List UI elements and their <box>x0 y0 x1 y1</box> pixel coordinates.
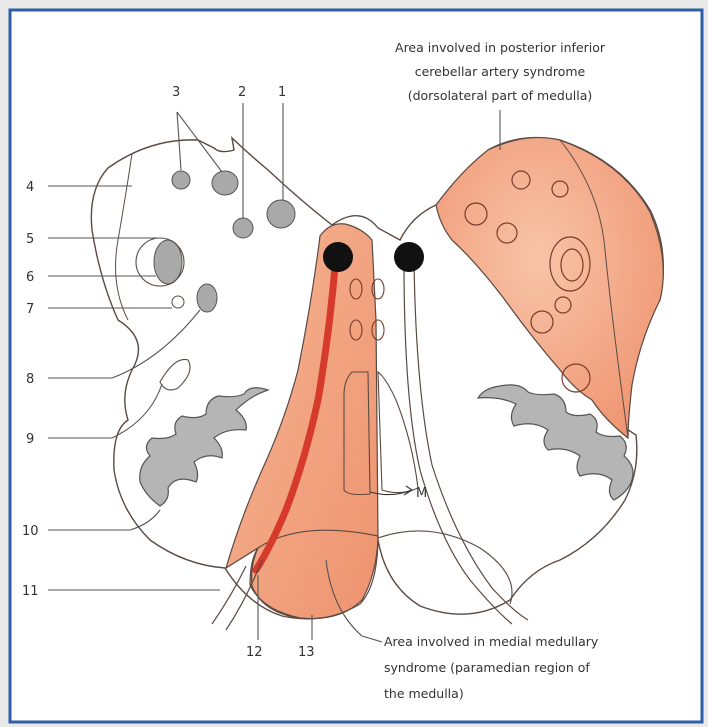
medial-line-1: Area involved in medial medullary <box>384 634 599 649</box>
label-13: 13 <box>298 645 315 660</box>
label-4: 4 <box>26 180 34 195</box>
pica-line-2: cerebellar artery syndrome <box>415 64 586 79</box>
label-2: 2 <box>238 85 246 100</box>
nucleus-7 <box>172 296 184 308</box>
marker-m: M <box>416 486 427 501</box>
label-5: 5 <box>26 232 34 247</box>
label-10: 10 <box>22 524 39 539</box>
label-1: 1 <box>278 85 286 100</box>
label-12: 12 <box>246 645 263 660</box>
medial-line-3: the medulla) <box>384 686 464 701</box>
black-nucleus-right <box>394 242 424 272</box>
label-7: 7 <box>26 302 34 317</box>
label-8: 8 <box>26 372 34 387</box>
black-nucleus-left <box>323 242 353 272</box>
label-11: 11 <box>22 584 39 599</box>
medial-line-2: syndrome (paramedian region of <box>384 660 590 675</box>
label-9: 9 <box>26 432 34 447</box>
label-6: 6 <box>26 270 34 285</box>
label-3: 3 <box>172 85 180 100</box>
pica-line-1: Area involved in posterior inferior <box>395 40 606 55</box>
pica-annotation: Area involved in posterior inferior cere… <box>395 40 606 103</box>
pica-line-3: (dorsolateral part of medulla) <box>408 88 593 103</box>
